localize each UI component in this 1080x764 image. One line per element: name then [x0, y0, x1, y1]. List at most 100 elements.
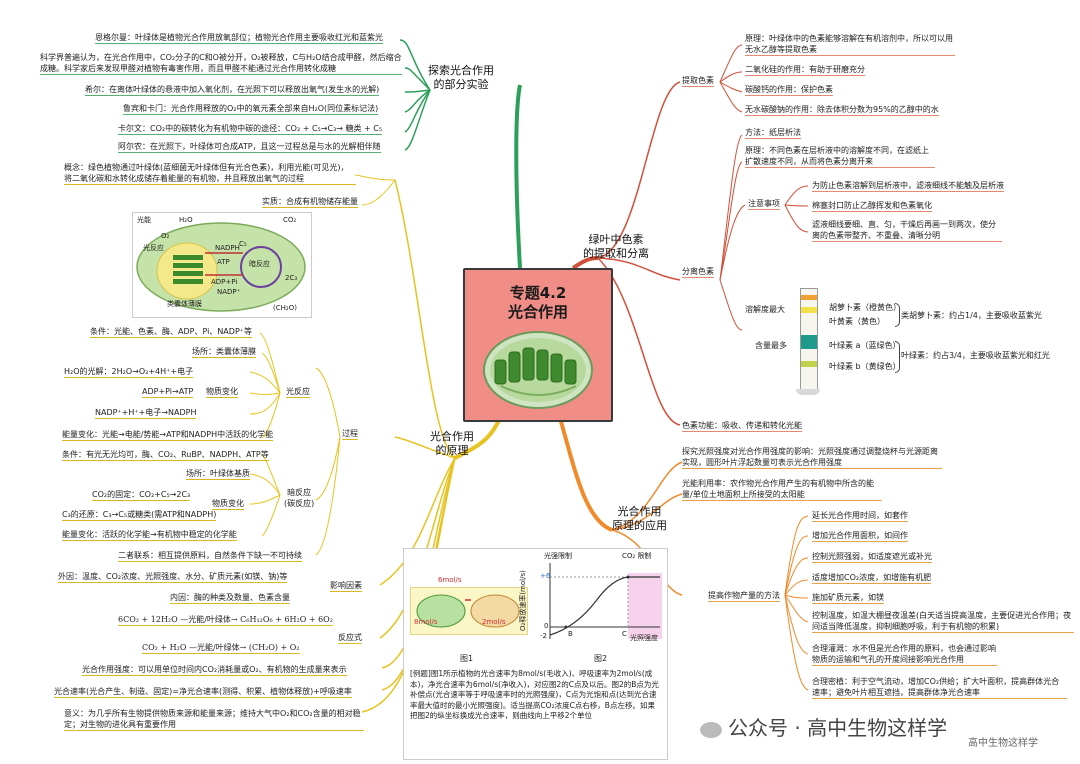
dark-fix: CO₂的固定：CO₂+C₅→2C₃ [92, 490, 191, 501]
light-reaction-label: 光反应 [286, 387, 310, 398]
figure-1 [410, 587, 528, 635]
band-label: 叶绿素 b（黄绿色） [829, 362, 901, 371]
separation-notes-label: 注意事项 [748, 199, 780, 210]
center-topic: 专题4.2 光合作用 [463, 268, 613, 422]
diagram-label: O₂ [161, 232, 170, 240]
branch-explore[interactable]: 探索光合作用 的部分实验 [428, 64, 494, 92]
explore-item: 阿尔农：在光照下，叶绿体可合成ATP，且这一过程总是与水的光解相伴随 [118, 142, 381, 153]
band-label: 叶绿素 a（蓝绿色） [829, 341, 901, 350]
dark-matter-label: 物质变化 [212, 499, 244, 510]
light-place: 场所：类囊体薄膜 [192, 347, 256, 358]
chlorophyll-brace [895, 341, 900, 373]
fig1-rate: 6mol/s [438, 576, 462, 584]
photosynthesis-intensity: 光合作用强度：可以用单位时间内CO₂消耗量或O₂、有机物的生成量来表示 [82, 665, 347, 676]
dark-place: 场所：叶绿体基质 [186, 469, 250, 480]
band-carotene [801, 295, 817, 300]
photosynthesis-rate: 光合速率(光合产生、制造、固定)=净光合速率(测得、积累、植物体释放)+呼吸速率 [54, 687, 352, 698]
explore-item: 鲁宾和卡门：光合作用释放的O₂中的氧元素全部来自H₂O(同位素标记法) [123, 104, 379, 115]
yield-method: 控制温度，如温大棚昼夜温差(白天适当提高温度，主要促进光合作用；夜间适当降低温度… [812, 610, 1074, 633]
yield-method: 控制光照强弱，如适度遮光或补光 [812, 552, 932, 563]
yield-method: 合理灌溉：水不但是光合作用的原料，也会通过影响物质的运输和气孔的开度间接影响光合… [812, 644, 997, 666]
dark-cond: 条件：有光无光均可，酶、CO₂、RuBP、NADPH、ATP等 [62, 450, 269, 461]
figure-2-graph [549, 563, 662, 639]
branch-explore-label: 探索光合作用 的部分实验 [428, 64, 494, 91]
diagram-label: ATP [217, 258, 230, 266]
fig1-caption: 图1 [460, 654, 474, 663]
fig2-ylabel: O₂释放速率(mol/s) [519, 570, 527, 631]
yield-method: 延长光合作用时间，如套作 [812, 511, 908, 522]
fig1-rate: 2mol/s [482, 618, 506, 626]
diagram-label: (CH₂O) [273, 304, 297, 312]
diagram-label: NADPH [215, 244, 240, 252]
band-label: 胡萝卜素（橙黄色） [829, 303, 901, 312]
example-panel: 6mol/s 8mol/s 2mol/s 图1 光强限制 CO₂ 限制 +6 0… [403, 548, 668, 760]
branch-pigment[interactable]: 绿叶中色素 的提取和分离 [583, 233, 649, 261]
process-label: 过程 [342, 429, 358, 440]
dark-reaction-label: 暗反应 (碳反应) [284, 488, 315, 508]
separation-principle: 原理：不同色素在层析液中的溶解度不同，在滤纸上扩散速度不同，从而将色素分离开来 [745, 145, 935, 168]
watermark-main: 公众号 · 高中生物这样学 [728, 716, 948, 740]
light-nadph: NADP⁺+H⁺+电子→NADPH [95, 408, 197, 419]
band-chlorophyll-a [801, 335, 817, 349]
diagram-label: CO₂ [283, 216, 297, 224]
fig2-label-right: CO₂ 限制 [622, 552, 652, 560]
light-photolysis: H₂O的光解：2H₂O→O₂+4H⁺+电子 [64, 367, 194, 378]
figure-1-drawing [416, 594, 520, 628]
branch-principle[interactable]: 光合作用 的原理 [430, 430, 474, 458]
wechat-icon [700, 721, 722, 738]
principle-concept: 概念：绿色植物通过叶绿体(蓝细菌无叶绿体但有光合色素)，利用光能(可见光)，将二… [64, 162, 356, 185]
band-xanthophyll [801, 307, 817, 313]
fig2-point-c: C [622, 630, 627, 638]
fig1-rate: 8mol/s [414, 618, 438, 626]
factors-internal: 内因：酶的种类及数量、色素含量 [170, 593, 290, 604]
photosynthesis-meaning: 意义：为几乎所有生物提供物质来源和能量来源；维持大气中O₂和CO₂含量的相对稳定… [64, 708, 364, 731]
extraction-item: 碳酸钙的作用：保护色素 [745, 85, 833, 96]
diagram-label: 2C₃ [285, 274, 298, 282]
factors-external: 外因：温度、CO₂浓度、光照强度、水分、矿质元素(如镁、钠)等 [58, 572, 288, 583]
fig2-xlabel: 光照强度 [630, 634, 658, 642]
diagram-label: H₂O [179, 216, 193, 224]
equation-glucose: 6CO₂ + 12H₂O —光能/叶绿体→ C₆H₁₂O₆ + 6H₂O + 6… [118, 615, 333, 626]
strip-top-label: 溶解度最大 [745, 305, 785, 314]
yield-method: 施加矿质元素，如镁 [812, 593, 884, 604]
yield-method: 增加光合作用面积，如间作 [812, 531, 908, 542]
carotenoid-note: 类胡萝卜素：约占1/4，主要吸收蓝紫光 [901, 311, 1042, 320]
band-label: 叶黄素（黄色） [829, 317, 885, 326]
center-title-line1: 专题4.2 [509, 284, 567, 302]
extraction-item: 无水碳酸钠的作用：除去体积分数为95%的乙醇中的水 [745, 105, 939, 116]
dark-energy: 能量变化：活跃的化学能→有机物中稳定的化学能 [62, 530, 237, 541]
chlorophyll-note: 叶绿素：约占3/4，主要吸收蓝紫光和红光 [901, 351, 1050, 360]
strip-mid-label: 含量最多 [755, 341, 787, 350]
fig2-y0: 0 [544, 622, 549, 630]
yield-method: 适度增加CO₂浓度，如增施有机肥 [812, 573, 932, 584]
figure-2 [536, 553, 664, 645]
diagram-label: 类囊体薄膜 [167, 300, 202, 308]
extraction-item: 原理：叶绿体中的色素能够溶解在有机溶剂中，所以可以用无水乙醇等提取色素 [745, 34, 955, 56]
light-cond: 条件：光能、色素、酶、ADP、Pi、NADP⁺等 [90, 327, 252, 338]
branch-principle-label: 光合作用 的原理 [430, 430, 474, 457]
factors-label: 影响因素 [330, 581, 362, 592]
explore-item: 恩格尔曼：叶绿体是植物光合作用放氧部位；植物光合作用主要吸收红光和蓝紫光 [95, 33, 383, 44]
branch-application[interactable]: 光合作用 原理的应用 [612, 505, 667, 533]
branch-pigment-label: 绿叶中色素 的提取和分离 [583, 233, 649, 260]
equation-label: 反应式 [338, 633, 362, 644]
separation-note: 棉塞封口防止乙醇挥发和色素氧化 [812, 201, 932, 212]
separation-note: 滤液细线要细、直、匀，干燥后再画一到两次，使分离的色素带整齐、不重叠、清晰分明 [812, 219, 1002, 242]
yield-label: 提高作物产量的方法 [708, 591, 780, 602]
example-text: [例题]图1所示植物的光合速率为8mol/s(毛收入)、呼吸速率为2mol/s(… [410, 669, 659, 720]
band-chlorophyll-b [801, 361, 817, 367]
diagram-label: C₅ [239, 240, 247, 248]
fig2-point-b: B [568, 630, 573, 638]
carotenoid-brace [895, 303, 900, 327]
application-utilization: 光能利用率：农作物光合作用产生的有机物中所含的能量/单位土地面积上所接受的太阳能 [682, 478, 882, 501]
fig2-label-left: 光强限制 [544, 552, 572, 560]
diagram-label: 暗反应 [249, 260, 270, 268]
relation: 二者联系：相互提供原料，自然条件下缺一不可持续 [118, 551, 302, 562]
center-title-line2: 光合作用 [507, 303, 568, 321]
process-diagram: 光能 H₂O CO₂ NADPH ATP ADP+Pi NADP⁺ 光反应 暗反… [132, 212, 312, 318]
fig2-y6: +6 [540, 572, 551, 580]
light-atp: ADP+Pi→ATP [142, 387, 194, 398]
separation-method: 方法：纸层析法 [745, 128, 801, 139]
equation-general: CO₂ + H₂O —光能/叶绿体→ (CH₂O) + O₂ [142, 643, 300, 654]
